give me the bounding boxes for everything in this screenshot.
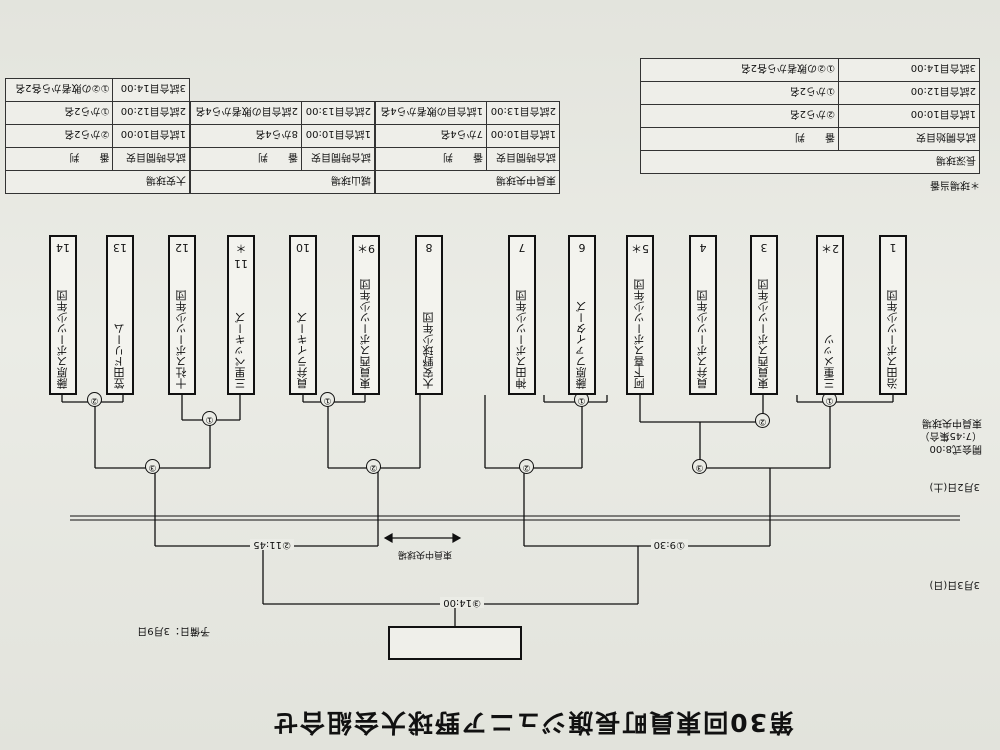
team-box: 藤原スポーツ少年団 14 — [49, 235, 77, 395]
table-head: 試合時間目安 — [486, 147, 560, 171]
table-cell: 1試合目10:00 — [486, 124, 560, 148]
table-head: 試合開始目安 — [838, 127, 980, 151]
table-cell: 2試合目12:00 — [112, 101, 190, 125]
team-name: 三重メッツ — [823, 334, 836, 389]
match-mark: ② — [87, 392, 102, 407]
day1-line-3: 東員中央球場 — [922, 417, 982, 428]
team-name: 阿下喜スポーツ少年団 — [633, 279, 646, 389]
team-box: 東員西スポーツ少年団 9＊ — [352, 235, 380, 395]
team-box: 藤原ファイターズ 6 — [568, 235, 596, 395]
arrow-venue-label: 東員中央球場 — [397, 549, 452, 559]
team-box: 員弁ライキーズ 10 — [289, 235, 317, 395]
table-venue: 長深球場 — [640, 150, 980, 174]
day2-date: 3月3日(日) — [929, 579, 980, 590]
team-name: 東員西スポーツ少年団 — [757, 279, 770, 389]
table-cell: ①から2名 — [5, 101, 113, 125]
table-cell: 2試合目13:00 — [301, 101, 375, 125]
match-mark: ③ — [145, 459, 160, 474]
table-head: 試合時間目安 — [301, 147, 375, 171]
team-number: 9＊ — [357, 242, 375, 255]
team-number: 11＊ — [234, 242, 248, 270]
team-number: 8 — [425, 241, 433, 254]
table-cell: 2試合目13:00 — [486, 101, 560, 125]
day1-date: 3月2日(土) — [929, 481, 980, 492]
table-cell: ①から2名 — [640, 81, 839, 105]
team-number: 6 — [578, 241, 586, 254]
match-mark: ② — [755, 413, 770, 428]
table-venue: 城山球場 — [190, 170, 375, 194]
team-name: 三里ペッキーズ — [234, 312, 247, 389]
semifinal-right-label: ①9:30 — [650, 539, 688, 550]
table-cell: 2試合目の敗者から4名 — [190, 101, 302, 125]
table-cell: ②から2名 — [640, 104, 839, 128]
team-box: 神田スポーツ少年団 7 — [508, 235, 536, 395]
match-mark: ① — [202, 411, 217, 426]
team-box: 笠田ドリーム 13 — [106, 235, 134, 395]
team-number: 13 — [113, 241, 127, 254]
match-mark: ③ — [692, 459, 707, 474]
venue-duty-note: ＊球場当番 — [930, 179, 980, 190]
semifinal-left-label: ②11:45 — [250, 539, 294, 550]
table-cell: 1試合目の敗者から4名 — [375, 101, 487, 125]
table-cell: 3試合目14:00 — [112, 78, 190, 102]
table-venue: 東員中央球場 — [375, 170, 560, 194]
table-cell: 3試合目14:00 — [838, 58, 980, 82]
team-number: 12 — [175, 241, 189, 254]
team-number: 3 — [760, 241, 768, 254]
team-number: 1 — [889, 241, 897, 254]
team-box: 東員西スポーツ少年団 3 — [750, 235, 778, 395]
team-name: 員弁ライキーズ — [296, 312, 309, 389]
match-mark: ② — [366, 459, 381, 474]
team-box: 三重メッツ 2＊ — [816, 235, 844, 395]
table-cell: 8から4名 — [190, 124, 302, 148]
team-box: 阿下喜スポーツ少年団 5＊ — [626, 235, 654, 395]
table-cell: 7から4名 — [375, 124, 487, 148]
team-box: 十社スポーツ少年団 12 — [168, 235, 196, 395]
day1-line-2: （7:45集合） — [919, 430, 982, 441]
team-name: 神田スポーツ少年団 — [515, 290, 528, 389]
table-head: 番 判 — [5, 147, 113, 171]
team-name: 藤原スポーツ少年団 — [56, 290, 69, 389]
team-box: 大安野球少年団 8 — [415, 235, 443, 395]
table-cell: 1試合目10:00 — [301, 124, 375, 148]
final-label: ③14:00 — [440, 597, 484, 608]
table-cell: ②から2名 — [5, 124, 113, 148]
team-name: 員弁スポーツ少年団 — [696, 290, 709, 389]
team-box: 員弁スポーツ少年団 4 — [689, 235, 717, 395]
team-name: 藤原ファイターズ — [575, 301, 588, 389]
table-head: 番 判 — [190, 147, 302, 171]
team-name: 東員西スポーツ少年団 — [359, 279, 372, 389]
team-number: 4 — [699, 241, 707, 254]
team-number: 5＊ — [631, 242, 649, 255]
table-cell: 1試合目10:00 — [112, 124, 190, 148]
table-cell: 1試合目10:00 — [838, 104, 980, 128]
table-venue: 大安球場 — [5, 170, 190, 194]
team-name: 大安野球少年団 — [422, 312, 435, 389]
team-name: 治田スポーツ少年団 — [886, 290, 899, 389]
table-cell: ①②の敗者から各2名 — [5, 78, 113, 102]
day1-line-1: 開会式8:00 — [929, 443, 982, 454]
team-box: 三里ペッキーズ 11＊ — [227, 235, 255, 395]
table-head: 番 判 — [640, 127, 839, 151]
table-cell: ①②の敗者から各2名 — [640, 58, 839, 82]
team-number: 7 — [518, 241, 526, 254]
match-mark: ② — [519, 459, 534, 474]
team-number: 10 — [296, 241, 310, 254]
table-head: 番 判 — [375, 147, 487, 171]
table-cell: 2試合目12:00 — [838, 81, 980, 105]
team-box: 治田スポーツ少年団 1 — [879, 235, 907, 395]
match-mark: ① — [320, 392, 335, 407]
team-name: 十社スポーツ少年団 — [175, 290, 188, 389]
table-head: 試合時間目安 — [112, 147, 190, 171]
team-number: 2＊ — [821, 242, 839, 255]
team-number: 14 — [56, 241, 70, 254]
team-name: 笠田ドリーム — [113, 323, 126, 389]
